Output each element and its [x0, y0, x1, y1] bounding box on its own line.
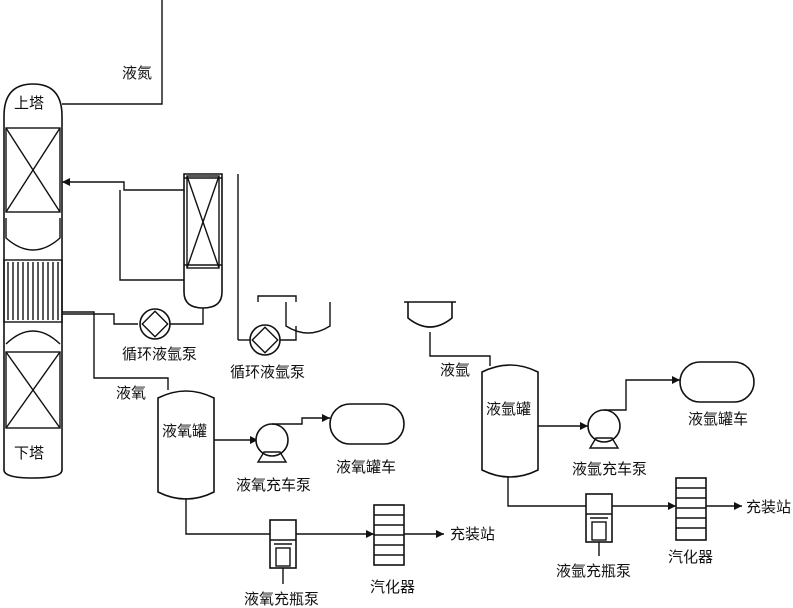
- lox-truck-pump-label: 液氧充车泵: [236, 476, 311, 494]
- lar-source-vessel: 液氩: [404, 301, 491, 379]
- lar-cylinder-pump: 液氩充瓶泵: [507, 476, 676, 580]
- lower-column-label: 下塔: [14, 444, 44, 462]
- upper-column-label: 上塔: [14, 94, 44, 112]
- liquid-argon-label: 液氩: [440, 361, 470, 379]
- filling-station-2-label: 充装站: [746, 498, 791, 516]
- vaporizer-2-label: 汽化器: [668, 548, 713, 566]
- lar-truck-pump-label: 液氩充车泵: [572, 460, 647, 478]
- condenser-ribs: [7, 262, 59, 320]
- liquid-oxygen-label: 液氧: [116, 384, 146, 402]
- lox-cylinder-pump-label: 液氧充瓶泵: [244, 590, 319, 608]
- liquid-nitrogen-label: 液氮: [122, 64, 152, 82]
- vaporizer-1: 汽化器 充装站: [370, 504, 495, 596]
- lox-tanker: 液氧罐车: [329, 403, 405, 476]
- distillation-column: 上塔 下塔: [3, 83, 63, 479]
- circ-pump-1-label: 循环液氩泵: [122, 345, 197, 363]
- lox-cylinder-pump: 液氧充瓶泵: [185, 498, 374, 608]
- vaporizer-1-label: 汽化器: [370, 578, 415, 596]
- pure-argon-column: 循环液氩泵: [230, 174, 331, 381]
- lox-tank-label: 液氧罐: [162, 422, 207, 440]
- lox-truck-pump: 液氧充车泵: [214, 414, 330, 494]
- lar-tanker-label: 液氩罐车: [688, 410, 748, 428]
- argon-column: [183, 173, 223, 309]
- lar-cylinder-pump-label: 液氩充瓶泵: [556, 562, 631, 580]
- argon-return-line: [62, 178, 184, 281]
- lox-tanker-label: 液氧罐车: [336, 458, 396, 476]
- circ-pump-2-label: 循环液氩泵: [230, 363, 305, 381]
- lar-truck-pump: 液氩充车泵: [538, 376, 680, 478]
- liquid-nitrogen-line: 液氮: [62, 0, 163, 105]
- lar-tank: 液氩罐: [481, 364, 539, 478]
- vaporizer-2: 汽化器 充装站: [668, 477, 791, 566]
- circ-argon-pump-1: 循环液氩泵: [62, 308, 204, 363]
- filling-station-1-label: 充装站: [450, 525, 495, 543]
- lar-tank-label: 液氩罐: [486, 400, 531, 418]
- lox-tank: 液氧罐: [157, 390, 215, 500]
- lar-tanker: 液氩罐车: [679, 361, 755, 428]
- lox-line: 液氧: [62, 311, 169, 402]
